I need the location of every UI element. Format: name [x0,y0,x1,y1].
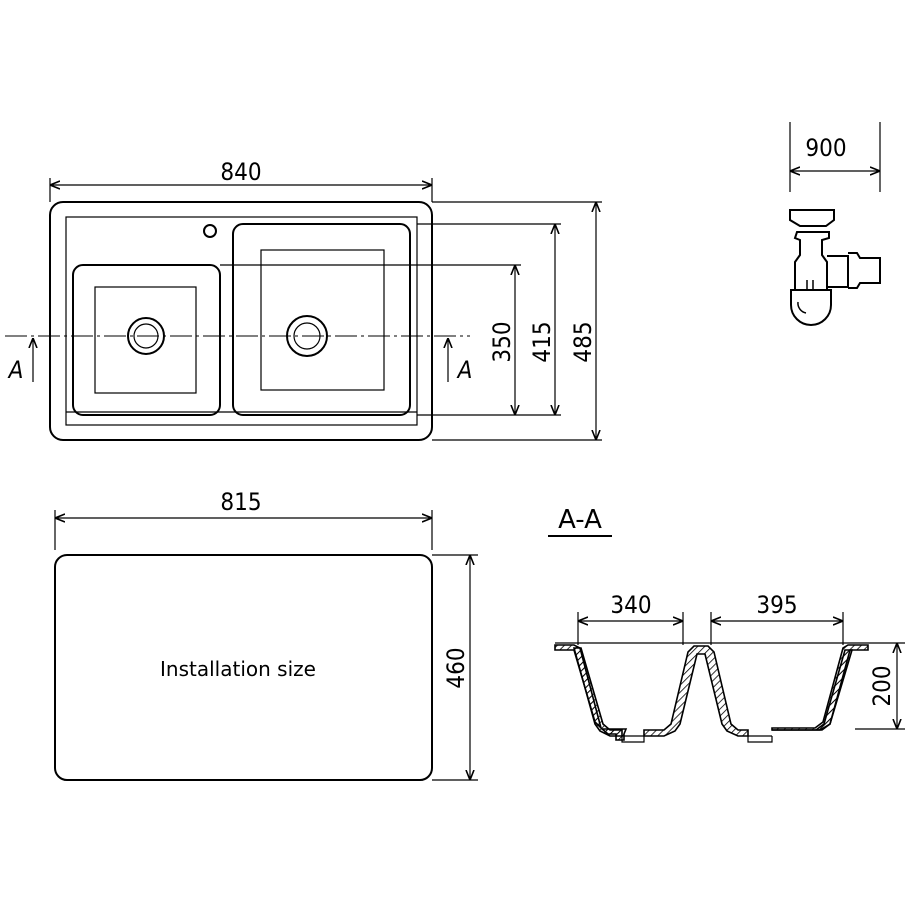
dim-340: 340 [610,591,651,619]
dim-350: 350 [488,321,516,362]
dim-460: 460 [442,647,470,688]
section-mark-right: A [456,356,473,384]
right-bowl [232,223,411,416]
installation-view: 815 460 Installation size [54,488,478,781]
section-view: A-A 340 395 200 [548,505,905,743]
section-mark-left: A [7,356,24,384]
sink-rim [65,216,418,426]
installation-caption: Installation size [160,657,316,681]
dim-415: 415 [528,321,556,362]
dim-815: 815 [220,488,261,516]
dim-900: 900 [805,134,846,162]
sink-outline [49,201,433,441]
section-title: A-A [558,505,602,535]
siphon-icon [789,209,881,326]
dim-395: 395 [756,591,797,619]
dim-485: 485 [569,321,597,362]
dim-840: 840 [220,158,261,186]
faucet-hole [203,224,217,238]
left-bowl [72,264,221,416]
section-profile [554,644,869,741]
top-view: 840 350 415 485 A A [5,158,602,441]
installation-outline [54,554,433,781]
dim-200: 200 [868,665,896,706]
drain-outlets [621,735,773,743]
siphon: 900 [789,122,881,326]
